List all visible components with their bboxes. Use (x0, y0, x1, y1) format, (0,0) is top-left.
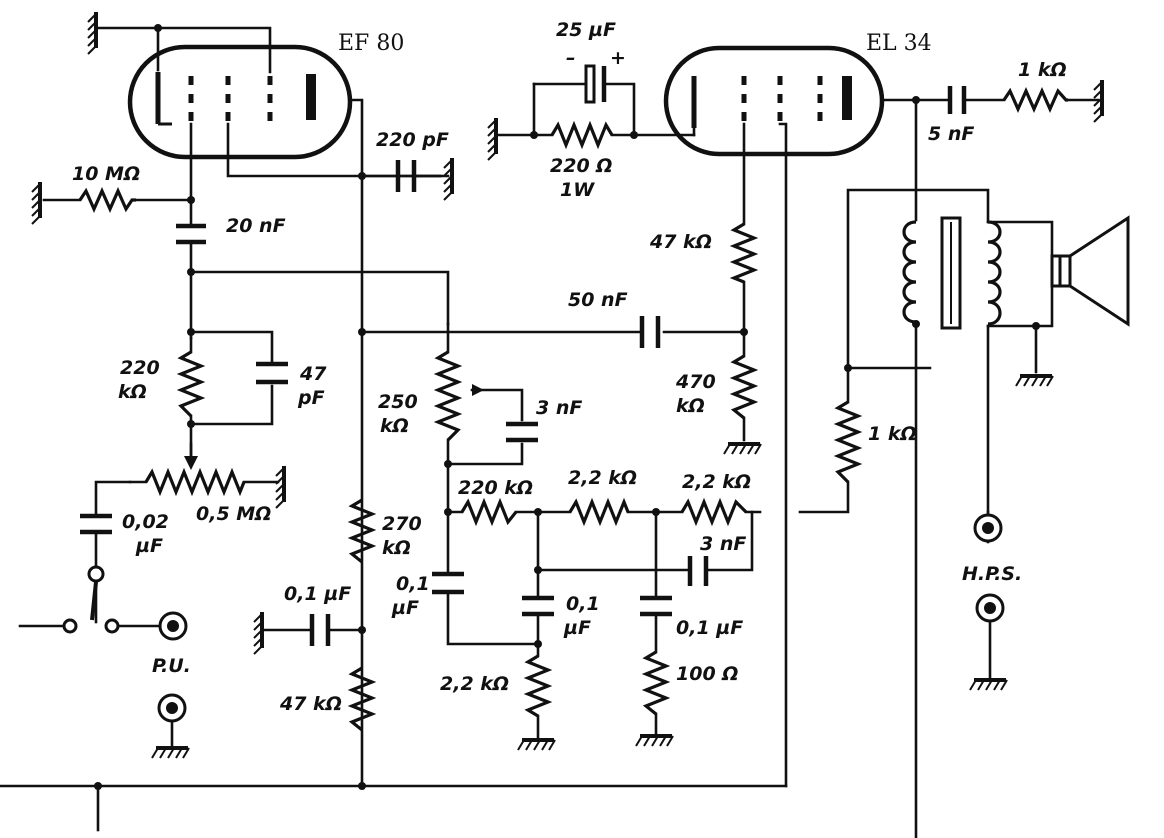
label-3nf-b: 3 nF (700, 533, 746, 555)
resistor-22k-c (523, 654, 553, 718)
label-250k-b: kΩ (380, 415, 409, 437)
label-20nf: 20 nF (226, 215, 286, 237)
resistor-10m (78, 187, 136, 213)
pu-jack-top (158, 611, 188, 641)
resistor-1k-screen (833, 400, 863, 484)
resistor-47k-plate (729, 222, 759, 284)
label-01uf-c-a: 0,1 (566, 593, 600, 615)
label-1w: 1W (560, 179, 595, 201)
resistor-220k-tone (460, 497, 518, 527)
resistor-220k-grid (176, 350, 206, 418)
label-5nf: 5 nF (928, 123, 974, 145)
label-3nf-a: 3 nF (536, 397, 582, 419)
resistor-1k-out (1002, 87, 1068, 113)
label-10m: 10 MΩ (72, 163, 140, 185)
label-25uf-plus: + (610, 47, 626, 69)
speaker-icon (1050, 215, 1130, 327)
label-01uf-a: 0,1 µF (284, 583, 351, 605)
tube-el34 (663, 45, 885, 157)
label-250k-a: 250 (378, 391, 418, 413)
label-002uf-a: 0,02 (122, 511, 169, 533)
hps-jack-top (973, 513, 1003, 543)
resistor-22k-b (680, 497, 748, 527)
label-01uf-c-b: µF (563, 617, 591, 639)
label-1k-mid: 1 kΩ (868, 423, 917, 445)
label-220k-a: 220 (120, 357, 160, 379)
label-pu: P.U. (152, 655, 191, 677)
label-220k-c: 220 kΩ (458, 477, 533, 499)
resistor-470k (729, 354, 759, 420)
label-22k-c: 2,2 kΩ (440, 673, 509, 695)
resistors (78, 87, 1068, 732)
wiring (0, 26, 1100, 838)
pot-wipers (184, 384, 484, 470)
label-01uf-b-b: µF (391, 597, 419, 619)
hps-jack-bottom (975, 593, 1005, 623)
label-22k-a: 2,2 kΩ (568, 467, 637, 489)
pot-05m (144, 467, 246, 497)
output-transformer (902, 216, 1002, 330)
label-47k-bot: 47 kΩ (279, 693, 342, 715)
resistor-270k (347, 498, 377, 564)
label-270k-b: kΩ (382, 537, 411, 559)
resistor-220ohm (550, 120, 614, 150)
tube-ef80 (127, 44, 353, 160)
tube-label-el34: EL 34 (866, 31, 932, 56)
label-470k-b: kΩ (676, 395, 705, 417)
label-220k-b: kΩ (118, 381, 147, 403)
label-22k-b: 2,2 kΩ (682, 471, 751, 493)
capacitors (80, 64, 967, 646)
label-47k-top: 47 kΩ (649, 231, 712, 253)
label-220pf: 220 pF (376, 129, 449, 151)
resistor-100ohm (641, 650, 671, 716)
label-05m: 0,5 MΩ (196, 503, 271, 525)
label-100ohm: 100 Ω (676, 663, 738, 685)
label-25uf-minus: – (566, 47, 576, 69)
label-270k-a: 270 (382, 513, 422, 535)
pot-250k (433, 350, 463, 442)
resistor-22k-a (568, 497, 630, 527)
component-labels: 25 µF – + 220 Ω 1W 1 kΩ 5 nF 220 pF 10 M… (72, 19, 1067, 715)
junctions (94, 24, 1040, 790)
label-220ohm: 220 Ω (550, 155, 612, 177)
input-switch (62, 565, 120, 634)
pu-jack-bottom (157, 693, 187, 748)
label-002uf-b: µF (135, 535, 163, 557)
resistor-47k-bias (347, 666, 377, 732)
tube-label-ef80: EF 80 (338, 31, 404, 56)
label-47pf-a: 47 (299, 363, 327, 385)
label-25uf: 25 µF (556, 19, 616, 41)
label-470k-a: 470 (675, 371, 716, 393)
label-1k-top: 1 kΩ (1018, 59, 1067, 81)
label-47pf-b: pF (297, 387, 325, 409)
label-01uf-b-a: 0,1 (396, 573, 430, 595)
label-hps: H.P.S. (962, 563, 1022, 585)
label-50nf: 50 nF (568, 289, 628, 311)
label-01uf-d: 0,1 µF (676, 617, 743, 639)
